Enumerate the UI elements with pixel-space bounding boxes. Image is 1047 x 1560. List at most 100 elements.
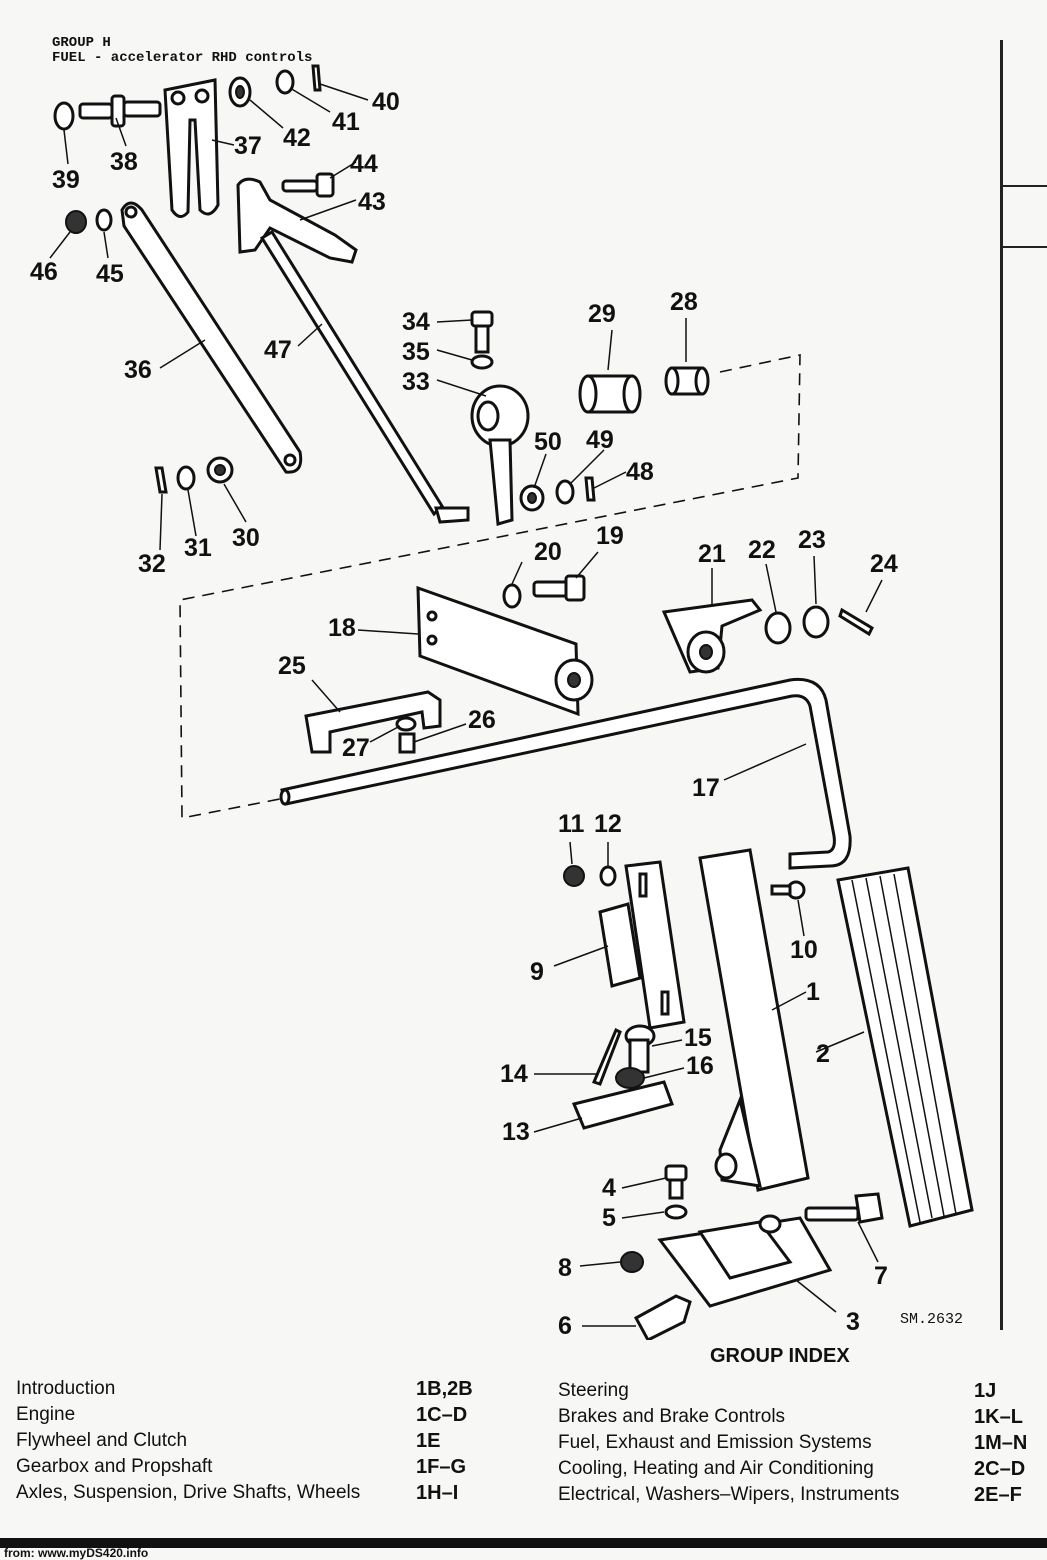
- bush-29: [578, 374, 642, 414]
- stop-bolt-15: [624, 1024, 656, 1074]
- footer-bar: [0, 1538, 1047, 1548]
- index-label[interactable]: Electrical, Washers–Wipers, Instruments: [558, 1484, 900, 1505]
- group-index-heading: GROUP INDEX: [710, 1345, 850, 1367]
- callout-22: 22: [748, 536, 776, 564]
- index-code[interactable]: 1J: [974, 1380, 997, 1402]
- bolt-4: [664, 1164, 688, 1200]
- callout-35: 35: [402, 338, 430, 366]
- washer-5: [664, 1204, 688, 1220]
- callout-18: 18: [328, 614, 356, 642]
- callout-32: 32: [138, 550, 166, 578]
- callout-23: 23: [798, 526, 826, 554]
- page-subtitle: FUEL - accelerator RHD controls: [52, 50, 313, 66]
- callout-4: 4: [602, 1174, 616, 1202]
- callout-2: 2: [816, 1040, 830, 1068]
- callout-40: 40: [372, 88, 400, 116]
- index-label[interactable]: Cooling, Heating and Air Conditioning: [558, 1458, 874, 1479]
- group-index: Introduction 1B,2B Engine 1C–D Flywheel …: [16, 1376, 1047, 1512]
- callout-17: 17: [692, 774, 720, 802]
- washer-27: [395, 716, 417, 732]
- split-pin-24: [838, 607, 874, 637]
- nut-16: [615, 1067, 645, 1089]
- pedal-arm-1: [698, 848, 810, 1192]
- pedal-base-3: [657, 1214, 833, 1308]
- index-label[interactable]: Steering: [558, 1380, 629, 1401]
- callout-45: 45: [96, 260, 124, 288]
- bolt-44: [281, 172, 335, 198]
- index-code[interactable]: 1E: [416, 1430, 441, 1452]
- index-label[interactable]: Brakes and Brake Controls: [558, 1406, 786, 1427]
- index-label[interactable]: Axles, Suspension, Drive Shafts, Wheels: [16, 1482, 361, 1503]
- title-block: GROUP H FUEL - accelerator RHD controls: [52, 36, 312, 66]
- callout-11: 11: [558, 810, 585, 838]
- bush-50: [519, 484, 545, 512]
- lever-plate-37: [163, 78, 220, 218]
- callout-31: 31: [184, 534, 212, 562]
- index-label[interactable]: Introduction: [16, 1378, 116, 1399]
- pedal-pad-2: [836, 866, 974, 1228]
- index-code[interactable]: 1H–I: [416, 1482, 459, 1504]
- callout-39: 39: [52, 166, 80, 194]
- callout-13: 13: [502, 1118, 530, 1146]
- leader-lines: [49, 83, 883, 1327]
- bracket-25: [304, 690, 442, 754]
- bush-30: [206, 456, 234, 484]
- callout-5: 5: [602, 1204, 616, 1232]
- bolt-10: [770, 880, 806, 900]
- page-edge-tick: [1003, 246, 1047, 248]
- index-code[interactable]: 2C–D: [974, 1458, 1026, 1480]
- group-label: GROUP H: [52, 35, 111, 51]
- callout-28: 28: [670, 288, 698, 316]
- index-code[interactable]: 1C–D: [416, 1404, 468, 1426]
- link-36: [120, 201, 303, 474]
- washer-31: [176, 465, 196, 491]
- callout-43: 43: [358, 188, 386, 216]
- pivot-bolt-38: [78, 94, 162, 128]
- callout-44: 44: [350, 150, 378, 178]
- callout-36: 36: [124, 356, 152, 384]
- washer-45: [95, 208, 113, 232]
- callout-16: 16: [686, 1052, 714, 1080]
- callout-7: 7: [874, 1262, 888, 1290]
- index-code[interactable]: 1F–G: [416, 1456, 467, 1478]
- callout-49: 49: [586, 426, 614, 454]
- mounting-bracket-9: [598, 860, 686, 1030]
- callout-10: 10: [790, 936, 818, 964]
- callout-12: 12: [594, 810, 622, 838]
- callout-34: 34: [402, 308, 430, 336]
- cross-shaft-17: [280, 677, 852, 870]
- page-edge-rule: [1000, 40, 1003, 1330]
- callout-9: 9: [530, 958, 544, 986]
- callout-numbers: 40 41 42 37 38 39 44 43 46 45 29 28 34 3…: [30, 88, 898, 1340]
- callout-33: 33: [402, 368, 430, 396]
- index-label[interactable]: Engine: [16, 1404, 76, 1425]
- washer-39: [53, 101, 75, 131]
- lever-43: [236, 177, 358, 264]
- index-code[interactable]: 2E–F: [974, 1484, 1022, 1506]
- callout-3: 3: [846, 1308, 860, 1336]
- callout-6: 6: [558, 1312, 572, 1340]
- callout-42: 42: [283, 124, 311, 152]
- callout-25: 25: [278, 652, 306, 680]
- washer-12: [599, 865, 617, 887]
- callout-48: 48: [626, 458, 654, 486]
- callout-24: 24: [870, 550, 898, 578]
- clip-6: [633, 1294, 692, 1340]
- washer-23: [802, 605, 830, 639]
- callout-20: 20: [534, 538, 562, 566]
- index-label[interactable]: Flywheel and Clutch: [16, 1430, 188, 1451]
- rod-47: [259, 229, 470, 524]
- callout-50: 50: [534, 428, 562, 456]
- index-code[interactable]: 1M–N: [974, 1432, 1028, 1454]
- nut-11: [563, 865, 585, 887]
- bolt-34: [470, 310, 494, 354]
- stop-plate-13: [571, 1080, 674, 1130]
- index-label[interactable]: Gearbox and Propshaft: [16, 1456, 213, 1477]
- index-code[interactable]: 1B,2B: [416, 1378, 473, 1400]
- exploded-parts-diagram: 40 41 42 37 38 39 44 43 46 45 29 28 34 3…: [30, 64, 974, 1340]
- bush-42: [228, 76, 252, 108]
- bracket-18: [416, 585, 594, 717]
- index-code[interactable]: 1K–L: [974, 1406, 1023, 1428]
- index-label[interactable]: Fuel, Exhaust and Emission Systems: [558, 1432, 872, 1453]
- bolt-26: [398, 732, 416, 754]
